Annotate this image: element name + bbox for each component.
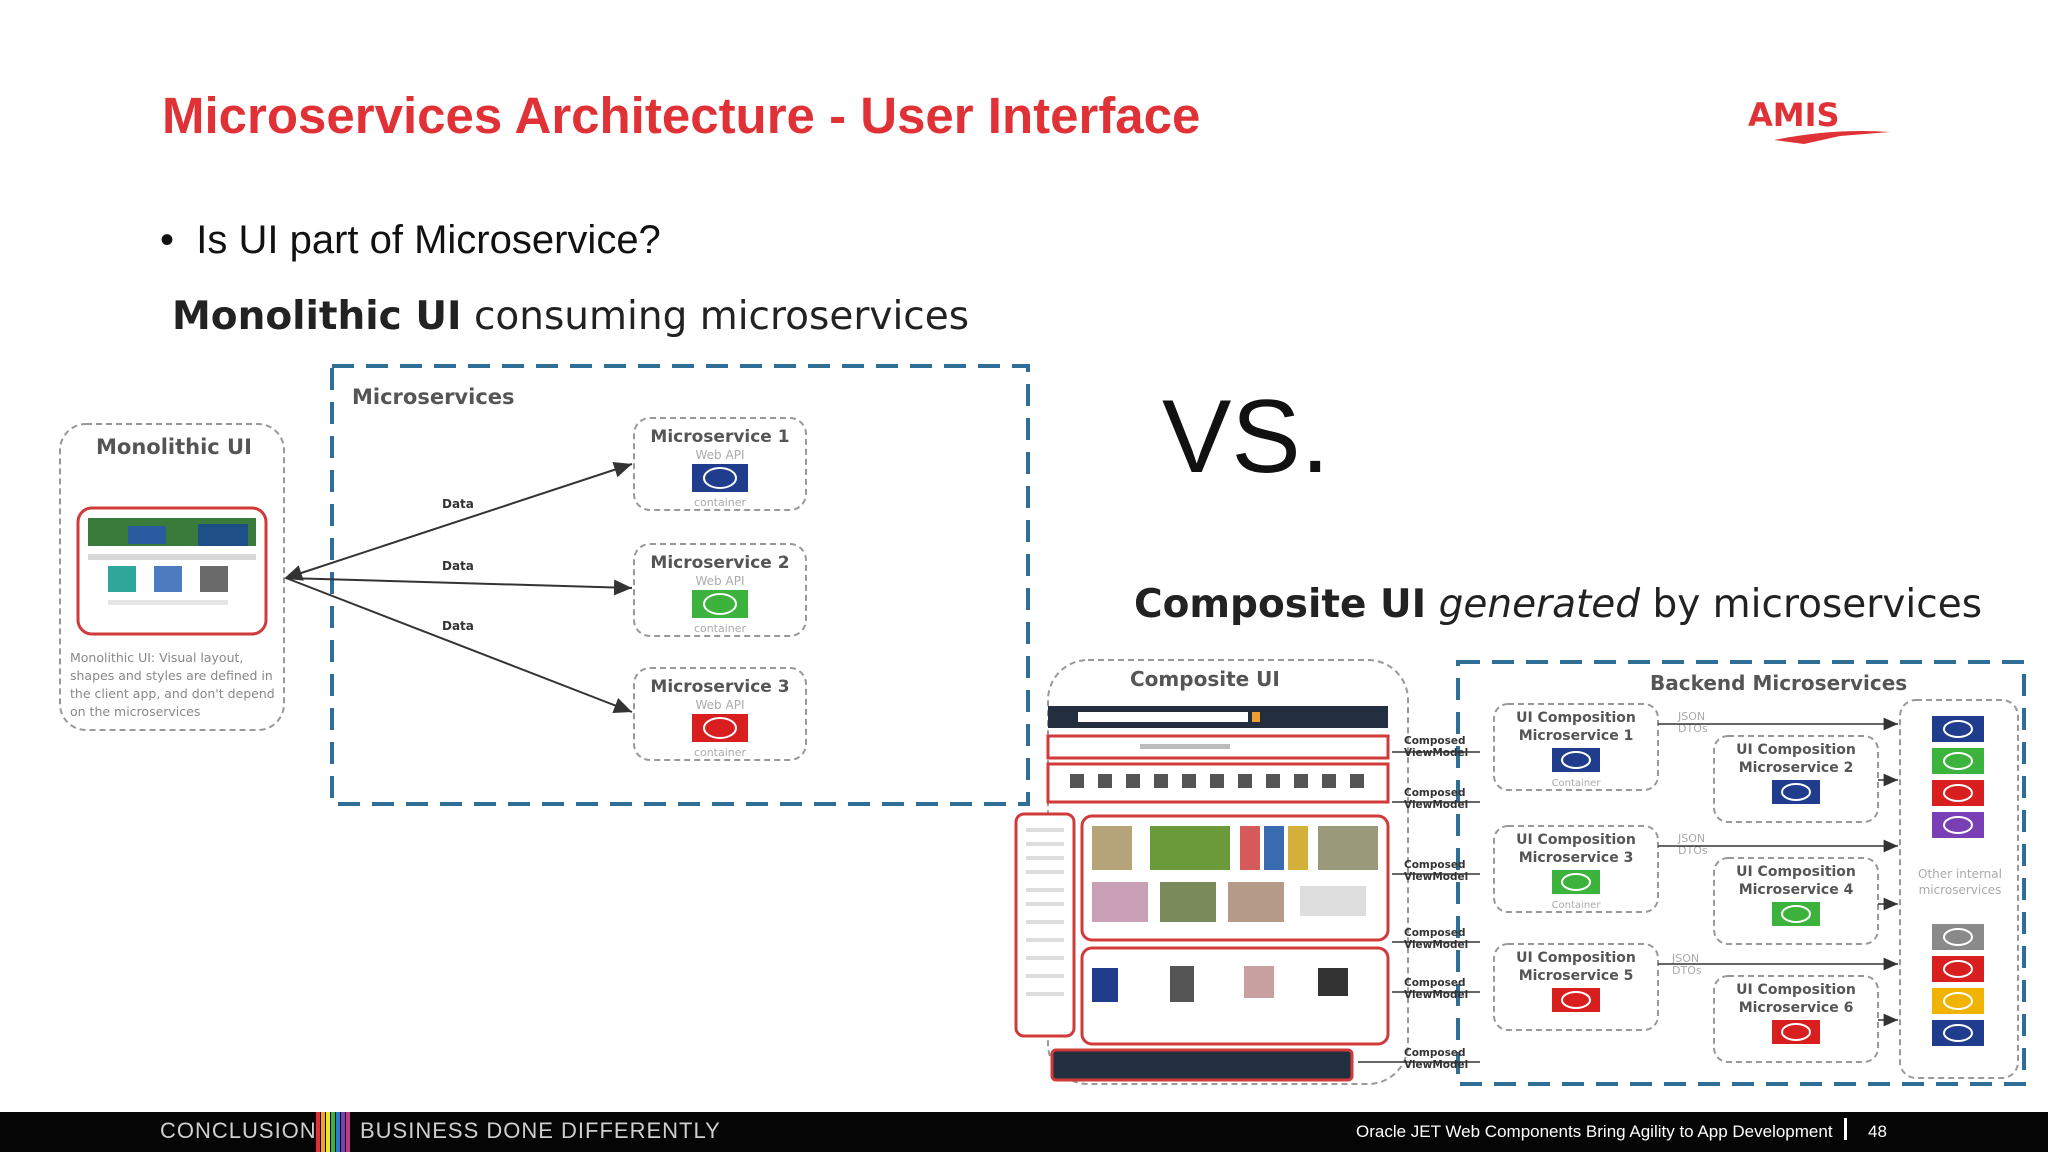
composed-label: Composed [1404,735,1465,747]
microservice-api: Web API [696,448,745,462]
amis-logo: AMIS [1748,96,1890,144]
composite-ui-label: Composite UI [1130,667,1280,691]
data-label: Data [442,497,474,511]
data-label: Data [442,559,474,573]
ui-composition-ms1: UI Composition Microservice 1 Container [1493,703,1659,791]
microservice-3-box: Microservice 3 Web API container [633,667,807,761]
ui-composition-ms2: UI Composition Microservice 2 [1713,735,1879,823]
container-label: container [694,746,747,759]
composite-heading-italic: generated [1438,582,1641,627]
internal-microservices-box [1899,699,2019,1079]
ui-ms-line1: UI Composition [1736,864,1856,880]
monolithic-note-line: shapes and styles are defined in [70,668,273,683]
container-label: container [694,622,747,635]
microservice-api: Web API [696,698,745,712]
composed-label: ViewModel [1404,1059,1468,1071]
data-arrow [285,577,633,596]
json-label: DTOs [1678,844,1708,857]
container-label: Container [1552,900,1602,911]
footer-conclusion: CONCLUSION [160,1118,317,1143]
composed-label: Composed [1404,977,1465,989]
monolithic-ui-box [59,423,285,731]
monolithic-diagram: Microservices Monolithic UI Monolithic U… [59,364,1030,806]
monolithic-note: Monolithic UI: Visual layout, shapes and… [70,650,275,719]
composite-heading: Composite UI generated by microservices [1134,582,1982,627]
composed-label: Composed [1404,859,1465,871]
json-label: JSON [1671,952,1699,965]
microservice-name: Microservice 1 [650,427,789,447]
ui-ms-line1: UI Composition [1736,742,1856,758]
backend-label: Backend Microservices [1650,671,1907,695]
footer-color-bars-icon [316,1112,350,1152]
composite-heading-bold: Composite UI [1134,582,1427,627]
microservices-group [330,364,1030,806]
composed-label: ViewModel [1404,747,1468,759]
ui-composition-ms6: UI Composition Microservice 6 [1713,975,1879,1063]
monolithic-heading-rest: consuming microservices [473,294,970,339]
composed-label: ViewModel [1404,871,1468,883]
microservice-name: Microservice 3 [650,677,789,697]
json-label: DTOs [1678,722,1708,735]
composed-label: ViewModel [1404,939,1468,951]
json-label: JSON [1677,832,1705,845]
other-internal-label: microservices [1919,883,2002,897]
monolithic-heading: Monolithic UI consuming microservices [172,294,969,339]
ui-ms-line1: UI Composition [1516,950,1636,966]
data-arrow [285,577,633,713]
microservice-1-box: Microservice 1 Web API container [633,417,807,511]
microservice-api: Web API [696,574,745,588]
bullet-text: Is UI part of Microservice? [196,218,661,262]
monolithic-note-line: on the microservices [70,704,200,719]
footer-page-number: 48 [1868,1122,1887,1141]
footer-talk-title: Oracle JET Web Components Bring Agility … [1356,1122,1833,1141]
data-arrow [284,462,633,581]
ui-composition-ms3: UI Composition Microservice 3 Container [1493,825,1659,913]
json-label: DTOs [1672,964,1702,977]
footer-tagline: BUSINESS DONE DIFFERENTLY [360,1118,721,1143]
logo-text: AMIS [1748,96,1840,134]
slide-title: Microservices Architecture - User Interf… [162,87,1201,144]
ui-ms-line1: UI Composition [1516,832,1636,848]
backend-group [1456,660,2026,1086]
monolithic-note-line: the client app, and don't depend [70,686,275,701]
ui-ms-line2: Microservice 3 [1519,850,1634,866]
ui-ms-line2: Microservice 5 [1519,968,1634,984]
ui-ms-line2: Microservice 6 [1739,1000,1854,1016]
composed-label: Composed [1404,787,1465,799]
bullet-question: • Is UI part of Microservice? [160,218,661,262]
ui-composition-ms5: UI Composition Microservice 5 [1493,943,1659,1031]
microservice-2-box: Microservice 2 Web API container [633,543,807,637]
microservices-group-label: Microservices [352,385,515,409]
other-internal-label: Other internal [1918,867,2002,881]
composed-label: ViewModel [1404,989,1468,1001]
container-label: Container [1552,778,1602,789]
composed-label: ViewModel [1404,799,1468,811]
ui-ms-line2: Microservice 2 [1739,760,1854,776]
composite-heading-rest: by microservices [1652,582,1983,627]
ui-ms-line1: UI Composition [1736,982,1856,998]
ui-ms-line2: Microservice 1 [1519,728,1634,744]
footer-separator [1844,1118,1847,1140]
ui-ms-line2: Microservice 4 [1739,882,1854,898]
data-label: Data [442,619,474,633]
composed-label: Composed [1404,1047,1465,1059]
monolithic-ui-label: Monolithic UI [96,435,252,459]
vs-label: VS. [1162,379,1330,495]
internal-container-stack [1932,716,1984,1046]
microservice-name: Microservice 2 [650,553,789,573]
ui-composition-ms4: UI Composition Microservice 4 [1713,857,1879,945]
composed-label: Composed [1404,927,1465,939]
ui-ms-line1: UI Composition [1516,710,1636,726]
json-label: JSON [1677,710,1705,723]
monolithic-note-line: Monolithic UI: Visual layout, [70,650,243,665]
container-label: container [694,496,747,509]
composite-diagram: Composite UI Backend Microservices Compo… [1014,659,2026,1086]
monolithic-heading-bold: Monolithic UI [172,294,462,339]
